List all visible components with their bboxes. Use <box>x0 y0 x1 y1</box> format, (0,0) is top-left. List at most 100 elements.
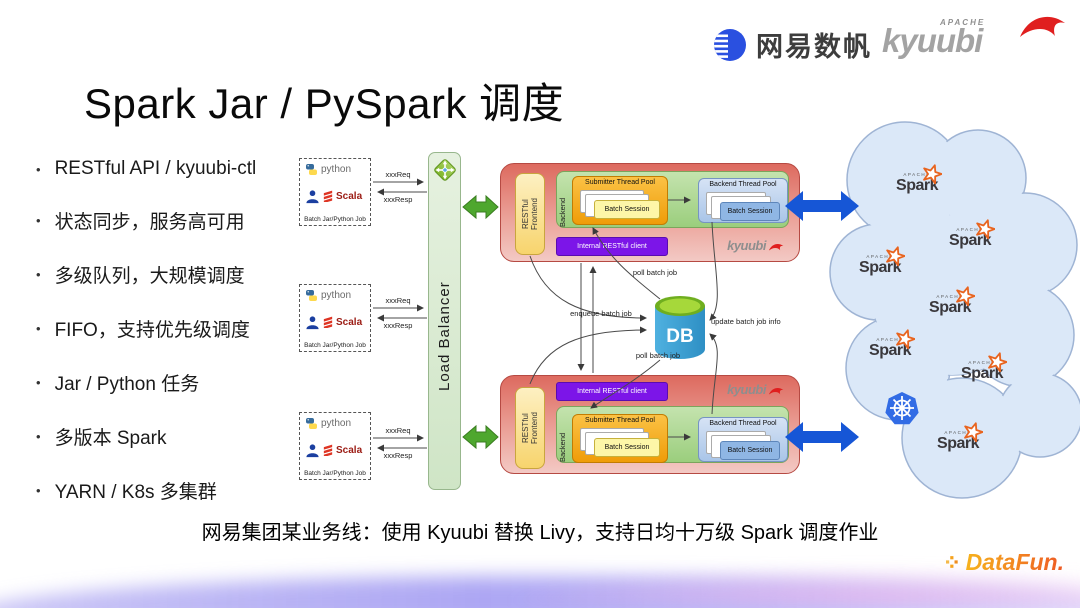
spark-logo-text: Spark <box>929 299 971 316</box>
backend-thread-pool: Backend Thread Pool Batch Session <box>698 178 788 223</box>
update-batch-job-label: update batch job info <box>711 317 781 326</box>
netease-shufan-logo-text: 网易数帆 <box>756 32 872 62</box>
internal-restful-client: Internal RESTful client <box>556 237 668 256</box>
bullet-dot: • <box>36 161 41 177</box>
list-item-text: RESTful API / kyuubi-ctl <box>54 158 257 179</box>
kyuubi-bird-icon <box>768 388 784 395</box>
spark-star-icon <box>896 329 915 349</box>
db-cylinder: DB <box>655 296 705 359</box>
datafun-squares-icon <box>945 556 958 568</box>
list-item-text: FIFO，支持优先级调度 <box>54 320 250 341</box>
submitter-thread-pool-label: Submitter Thread Pool <box>585 417 655 424</box>
kyuubi-logo-small-text: kyuubi <box>727 238 766 253</box>
poll-batch-job-label: poll batch job <box>632 268 678 277</box>
list-item-text: 多级队列，大规模调度 <box>54 266 245 287</box>
kyuubi-apache-text: APACHE <box>940 18 986 27</box>
bottom-wave-pink-decoration <box>500 564 1080 604</box>
bullet-dot: • <box>36 429 41 444</box>
spark-apache-text: APACHE <box>876 337 904 342</box>
bullet-dot: • <box>36 375 41 390</box>
spark-apache-text: APACHE <box>866 254 894 259</box>
spark-logo-text: Spark <box>896 177 938 194</box>
list-item: •多版本 Spark <box>36 423 256 450</box>
scala-icon <box>323 190 333 202</box>
client-box-caption: Batch Jar/Python Job <box>304 470 366 477</box>
user-icon <box>306 315 319 329</box>
list-item-text: YARN / K8s 多集群 <box>54 482 217 503</box>
backend-thread-pool-label: Backend Thread Pool <box>709 181 777 188</box>
batch-session: Batch Session <box>720 202 780 221</box>
spark-logo-text: Spark <box>859 259 901 276</box>
backend-label: Backend <box>558 432 567 462</box>
kyuubi-bird-icon <box>768 244 784 251</box>
backend-box: Backend Submitter Thread Pool Batch Sess… <box>556 171 789 228</box>
spark-star-icon <box>886 246 905 266</box>
list-item-text: Jar / Python 任务 <box>54 374 200 395</box>
backend-box: Backend Submitter Thread Pool Batch Sess… <box>556 406 789 463</box>
response-label: xxxResp <box>383 321 413 330</box>
spark-star-icon <box>988 352 1007 372</box>
submitter-thread-pool: Submitter Thread Pool Batch Session <box>572 176 668 225</box>
spark-logo-text: Spark <box>869 342 911 359</box>
client-box: python Scala Batch Jar/Python Job <box>299 412 371 480</box>
cluster-cloud <box>829 121 1080 499</box>
batch-session: Batch Session <box>594 200 660 219</box>
datafun-logo: DataFun. <box>945 549 1064 576</box>
request-label: xxxReq <box>385 296 411 305</box>
backend-label: Backend <box>558 197 567 227</box>
submitter-thread-pool-label: Submitter Thread Pool <box>585 179 655 186</box>
netease-shufan-logo-icon <box>714 28 746 61</box>
scala-label: Scala <box>336 444 363 456</box>
batch-session: Batch Session <box>720 441 780 460</box>
python-label: python <box>321 290 352 301</box>
list-item: • YARN / K8s 多集群 <box>36 477 256 504</box>
scala-icon <box>323 316 333 328</box>
spark-star-icon <box>976 219 995 239</box>
spark-star-icon <box>964 422 983 442</box>
backend-thread-pool-label: Backend Thread Pool <box>709 420 777 427</box>
internal-restful-client: Internal RESTful client <box>556 382 668 401</box>
feature-list: •RESTful API / kyuubi-ctl •状态同步，服务高可用 •多… <box>36 158 256 531</box>
list-item-text: 状态同步，服务高可用 <box>54 212 245 233</box>
kyuubi-server-bottom: RESTful Frontend Internal RESTful client… <box>500 375 800 474</box>
netease-shufan-logo: 网易数帆 <box>712 25 872 64</box>
list-item: • Jar / Python 任务 <box>36 369 256 396</box>
bullet-dot: • <box>36 267 41 282</box>
scala-label: Scala <box>336 316 363 328</box>
spark-apache-text: APACHE <box>944 430 972 435</box>
python-icon <box>306 418 317 429</box>
spark-star-icon <box>956 286 975 306</box>
list-item: • 多级队列，大规模调度 <box>36 261 256 288</box>
request-label: xxxReq <box>385 426 411 435</box>
bullet-dot: • <box>36 213 41 228</box>
backend-thread-pool: Backend Thread Pool Batch Session <box>698 417 788 462</box>
restful-frontend-label: RESTful Frontend <box>521 197 539 231</box>
spark-apache-text: APACHE <box>956 227 984 232</box>
poll-batch-job-label: poll batch job <box>635 351 681 360</box>
response-label: xxxResp <box>383 451 413 460</box>
client-box: python Scala Batch Jar/Python Job <box>299 158 371 226</box>
scala-icon <box>323 444 333 456</box>
client-box-caption: Batch Jar/Python Job <box>304 342 366 349</box>
list-item: • 状态同步，服务高可用 <box>36 207 256 234</box>
kyuubi-logo-text: kyuubi <box>882 22 983 59</box>
enqueue-batch-job-label: enqueue batch job <box>570 309 632 318</box>
bullet-dot: • <box>36 321 41 336</box>
kyuubi-logo: APACHE kyuubi <box>882 16 1072 68</box>
load-balancer-label: Load Balancer <box>436 281 453 391</box>
batch-session: Batch Session <box>594 438 660 457</box>
load-balancer-icon <box>434 159 456 181</box>
spark-apache-text: APACHE <box>903 172 931 177</box>
spark-logo-text: Spark <box>961 365 1003 382</box>
user-icon <box>306 443 319 457</box>
spark-logo-text: Spark <box>937 435 979 452</box>
db-label: DB <box>666 326 693 347</box>
spark-star-icon <box>923 164 942 184</box>
kyuubi-logo-small: kyuubi <box>727 382 785 397</box>
bullet-dot: • <box>36 483 41 498</box>
